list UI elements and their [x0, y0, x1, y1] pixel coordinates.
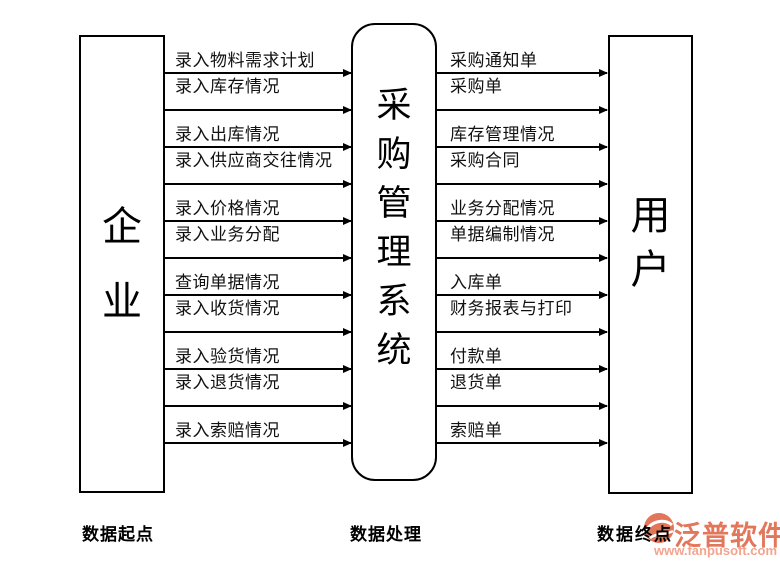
flow-arrow — [437, 217, 608, 225]
flow-arrow — [165, 69, 352, 77]
user-label: 用户 — [630, 193, 671, 292]
flow-arrow — [437, 439, 608, 447]
flow-label: 付款单 — [450, 347, 503, 366]
flow-label: 采购单 — [450, 77, 503, 96]
flow-arrow — [165, 402, 352, 410]
flow-arrow — [165, 217, 352, 225]
arrowhead-icon — [343, 402, 352, 410]
arrowhead-icon — [599, 328, 608, 336]
flow-arrow — [437, 365, 608, 373]
caption-data-origin: 数据起点 — [82, 525, 154, 544]
arrowhead-icon — [599, 106, 608, 114]
flow-arrow — [165, 106, 352, 114]
flow-arrow — [165, 365, 352, 373]
arrowhead-icon — [599, 291, 608, 299]
flow-arrow — [165, 180, 352, 188]
entity-box-user: 用户 — [608, 35, 693, 494]
arrowhead-icon — [343, 143, 352, 151]
arrowhead-icon — [343, 106, 352, 114]
flow-label: 录入索赔情况 — [175, 421, 280, 440]
flow-label: 录入出库情况 — [175, 125, 280, 144]
arrowhead-icon — [599, 254, 608, 262]
flow-arrow — [437, 143, 608, 151]
flow-arrow — [165, 328, 352, 336]
flow-label: 财务报表与打印 — [450, 299, 573, 318]
caption-data-processing: 数据处理 — [350, 525, 422, 544]
caption-data-endpoint: 数据终点 — [597, 525, 673, 544]
enterprise-label: 企业 — [102, 204, 142, 324]
flow-label: 录入物料需求计划 — [175, 51, 315, 70]
flow-arrow — [437, 106, 608, 114]
flow-arrow — [165, 143, 352, 151]
arrowhead-icon — [599, 143, 608, 151]
arrowhead-icon — [599, 439, 608, 447]
flow-label: 录入验货情况 — [175, 347, 280, 366]
arrowhead-icon — [599, 365, 608, 373]
arrowhead-icon — [343, 291, 352, 299]
arrowhead-icon — [343, 328, 352, 336]
flow-arrow — [437, 402, 608, 410]
process-box-purchase-management-system: 采购管理系统 — [351, 23, 437, 481]
flow-arrow — [165, 254, 352, 262]
arrowhead-icon — [599, 402, 608, 410]
arrowhead-icon — [343, 180, 352, 188]
entity-box-enterprise: 企业 — [79, 35, 165, 493]
flow-arrow — [437, 69, 608, 77]
flow-label: 采购合同 — [450, 151, 520, 170]
watermark-url-text: www.fanpusoft.com — [654, 543, 778, 558]
flow-label: 录入供应商交往情况 — [175, 151, 333, 170]
flow-label: 退货单 — [450, 373, 503, 392]
flow-label: 录入库存情况 — [175, 77, 280, 96]
watermark-brand-text: 泛普软件 — [674, 521, 780, 551]
flow-label: 索赔单 — [450, 421, 503, 440]
arrowhead-icon — [343, 439, 352, 447]
arrowhead-icon — [343, 365, 352, 373]
arrowhead-icon — [343, 69, 352, 77]
flow-label: 入库单 — [450, 273, 503, 292]
arrowhead-icon — [599, 217, 608, 225]
flow-label: 查询单据情况 — [175, 273, 280, 292]
flow-label: 录入业务分配 — [175, 225, 280, 244]
flow-arrow — [437, 180, 608, 188]
flow-label: 录入收货情况 — [175, 299, 280, 318]
flow-label: 库存管理情况 — [450, 125, 555, 144]
flow-label: 业务分配情况 — [450, 199, 555, 218]
flow-arrow — [165, 291, 352, 299]
system-label: 采购管理系统 — [376, 86, 412, 370]
arrowhead-icon — [343, 254, 352, 262]
flow-label: 单据编制情况 — [450, 225, 555, 244]
flow-arrow — [437, 291, 608, 299]
flow-arrow — [437, 254, 608, 262]
fanpu-logo-icon — [643, 512, 675, 544]
arrowhead-icon — [343, 217, 352, 225]
flow-label: 录入价格情况 — [175, 199, 280, 218]
flow-arrow — [165, 439, 352, 447]
flow-label: 录入退货情况 — [175, 373, 280, 392]
arrowhead-icon — [599, 180, 608, 188]
flow-label: 采购通知单 — [450, 51, 538, 70]
flow-arrow — [437, 328, 608, 336]
arrowhead-icon — [599, 69, 608, 77]
